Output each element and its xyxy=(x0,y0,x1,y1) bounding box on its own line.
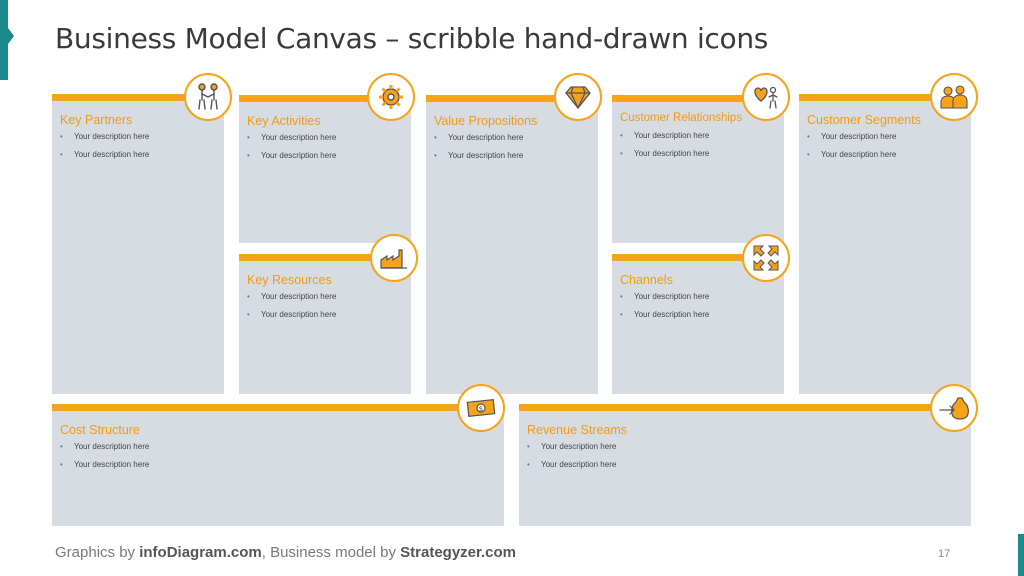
cost-structure-block[interactable]: Cost Structure Your description here You… xyxy=(52,404,504,526)
value-propositions-block[interactable]: Value Propositions Your description here… xyxy=(426,95,598,394)
description-list: Your description here Your description h… xyxy=(247,133,336,169)
page-number: 17 xyxy=(938,548,951,560)
description-item[interactable]: Your description here xyxy=(60,442,149,451)
key-partners-block[interactable]: Key Partners Your description here Your … xyxy=(52,94,224,394)
description-item[interactable]: Your description here xyxy=(247,310,336,319)
description-item[interactable]: Your description here xyxy=(434,133,523,142)
description-item[interactable]: Your description here xyxy=(434,151,523,160)
accent-bar xyxy=(799,94,949,101)
accent-bar xyxy=(239,95,389,102)
customer-segments-block[interactable]: Customer Segments Your description here … xyxy=(799,94,971,394)
footer-brand-infodiagram[interactable]: infoDiagram.com xyxy=(139,544,262,561)
accent-bar xyxy=(612,95,762,102)
block-label: Key Resources xyxy=(247,273,332,287)
accent-bar xyxy=(239,254,389,261)
customer-relationships-block[interactable]: Customer Relationships Your description … xyxy=(612,95,784,243)
description-item[interactable]: Your description here xyxy=(527,442,616,451)
footer-brand-strategyzer[interactable]: Strategyzer.com xyxy=(400,544,517,561)
description-item[interactable]: Your description here xyxy=(60,460,149,469)
description-item[interactable]: Your description here xyxy=(620,131,709,140)
footer-middle: , Business model by xyxy=(261,544,401,561)
description-list: Your description here Your description h… xyxy=(527,442,616,478)
description-item[interactable]: Your description here xyxy=(60,150,149,159)
accent-bar xyxy=(612,254,762,261)
factory-icon xyxy=(370,234,418,282)
description-item[interactable]: Your description here xyxy=(620,149,709,158)
description-list: Your description here Your description h… xyxy=(60,442,149,478)
description-item[interactable]: Your description here xyxy=(620,292,709,301)
description-item[interactable]: Your description here xyxy=(247,133,336,142)
description-list: Your description here Your description h… xyxy=(247,292,336,328)
block-label: Key Activities xyxy=(247,114,321,128)
description-item[interactable]: Your description here xyxy=(620,310,709,319)
dollar-bill-icon: $ xyxy=(457,384,505,432)
block-label: Value Propositions xyxy=(434,114,538,128)
description-item[interactable]: Your description here xyxy=(527,460,616,469)
people-icon xyxy=(930,73,978,121)
block-label: Channels xyxy=(620,273,673,287)
accent-bar xyxy=(52,94,202,101)
block-label: Customer Relationships xyxy=(620,112,743,124)
block-label: Key Partners xyxy=(60,113,133,127)
right-accent-marker xyxy=(1018,534,1024,576)
description-item[interactable]: Your description here xyxy=(807,150,896,159)
block-label: Customer Segments xyxy=(807,113,921,127)
revenue-streams-block[interactable]: Revenue Streams Your description here Yo… xyxy=(519,404,971,526)
arrows-expand-icon xyxy=(742,234,790,282)
money-bag-icon xyxy=(930,384,978,432)
accent-bar xyxy=(519,404,944,411)
block-label: Revenue Streams xyxy=(527,423,628,437)
description-list: Your description here Your description h… xyxy=(620,131,709,167)
block-label: Cost Structure xyxy=(60,423,140,437)
description-item[interactable]: Your description here xyxy=(807,132,896,141)
description-item[interactable]: Your description here xyxy=(60,132,149,141)
page-title: Business Model Canvas – scribble hand-dr… xyxy=(55,22,769,55)
description-item[interactable]: Your description here xyxy=(247,292,336,301)
heart-person-icon xyxy=(742,73,790,121)
handshake-people-icon xyxy=(184,73,232,121)
diamond-icon xyxy=(554,73,602,121)
left-accent-marker xyxy=(0,0,14,80)
description-list: Your description here Your description h… xyxy=(60,132,149,168)
description-list: Your description here Your description h… xyxy=(807,132,896,168)
footer-credits: Graphics by infoDiagram.com, Business mo… xyxy=(55,544,516,561)
accent-bar xyxy=(426,95,576,102)
description-list: Your description here Your description h… xyxy=(434,133,523,169)
gear-icon xyxy=(367,73,415,121)
svg-text:$: $ xyxy=(479,405,483,413)
footer-prefix: Graphics by xyxy=(55,544,140,561)
accent-bar xyxy=(52,404,477,411)
description-list: Your description here Your description h… xyxy=(620,292,709,328)
description-item[interactable]: Your description here xyxy=(247,151,336,160)
